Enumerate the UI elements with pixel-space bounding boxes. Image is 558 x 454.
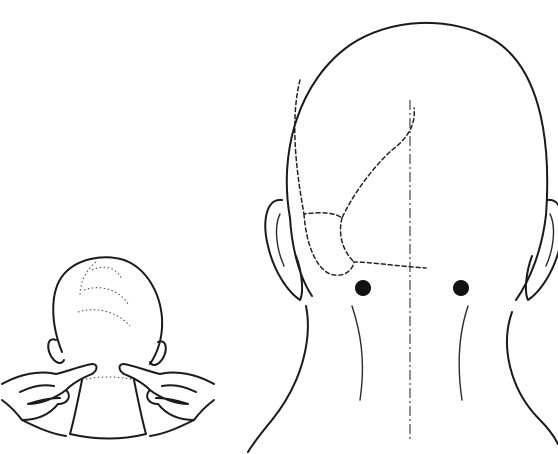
right-ear-inner: [546, 214, 553, 266]
occipital-inner-dash: [341, 218, 355, 262]
nape-hairline: [82, 377, 134, 380]
left-ear-inner: [277, 214, 284, 266]
neck-right: [507, 312, 558, 444]
neck-muscle-right: [459, 306, 468, 400]
neck-left: [248, 306, 308, 452]
left-panel: [2, 257, 214, 438]
hair-swirl: [78, 262, 130, 326]
right-ear: [526, 200, 558, 300]
small-neck: [70, 380, 146, 439]
right-panel: [248, 23, 558, 452]
small-head-outline: [53, 257, 162, 364]
neck-muscle-left: [352, 306, 362, 400]
occipital-lower-dash: [304, 214, 426, 275]
head-outline: [287, 23, 547, 218]
occipital-dashed-outline: [295, 80, 415, 218]
acupoint-left-marker: [355, 280, 371, 296]
left-ear: [265, 200, 302, 300]
acupoint-right-marker: [453, 280, 469, 296]
